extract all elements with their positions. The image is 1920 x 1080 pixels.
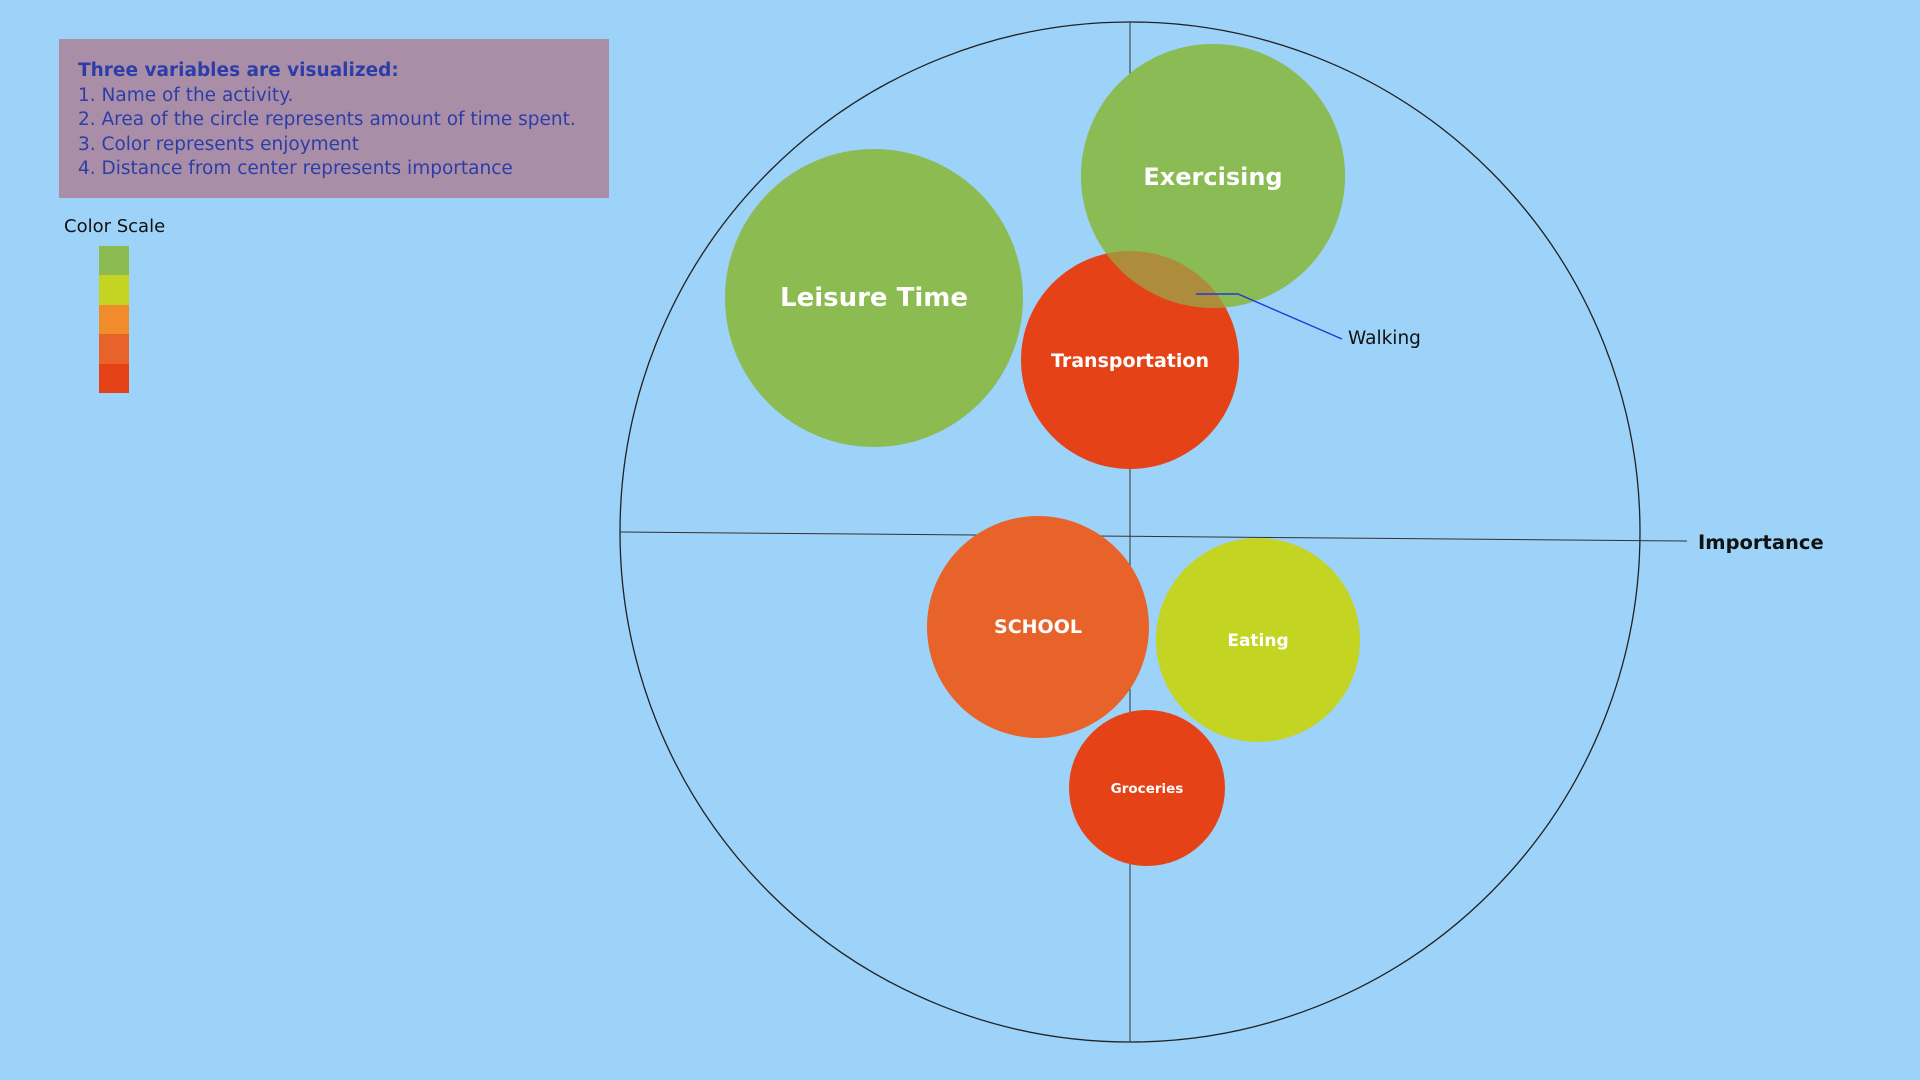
activity-circle-leisure-time (725, 149, 1023, 447)
activity-label-exercising: Exercising (1143, 163, 1282, 191)
walking-callout-line (1196, 293, 1343, 340)
activity-label-groceries: Groceries (1111, 781, 1184, 797)
color-swatch-4 (99, 334, 129, 364)
activity-label-school: SCHOOL (994, 616, 1082, 638)
activity-circle-school (927, 516, 1149, 738)
legend-item-color: 3. Color represents enjoyment (78, 133, 360, 155)
activity-circle-exercising-overlay (1081, 44, 1345, 308)
color-scale-swatches (99, 246, 129, 393)
legend-item-distance: 4. Distance from center represents impor… (78, 158, 513, 180)
activity-label-leisure-time: Leisure Time (780, 283, 968, 313)
walking-callout-label: Walking (1348, 328, 1421, 349)
color-swatch-3 (99, 304, 129, 335)
activity-circle-groceries (1069, 710, 1225, 866)
activity-circle-eating (1156, 538, 1360, 742)
importance-axis-line (619, 531, 1688, 542)
legend-item-name: 1. Name of the activity. (78, 84, 294, 106)
importance-axis-label: Importance (1698, 531, 1824, 554)
legend-box: Three variables are visualized: 1. Name … (59, 39, 609, 198)
color-scale-title: Color Scale (64, 216, 166, 237)
activity-label-transportation: Transportation (1051, 350, 1209, 372)
activity-label-eating: Eating (1227, 631, 1288, 651)
legend-item-area: 2. Area of the circle represents amount … (78, 109, 576, 131)
color-swatch-5 (99, 363, 129, 393)
activity-circle-transportation (1021, 251, 1239, 469)
color-swatch-2 (99, 275, 129, 305)
legend-heading: Three variables are visualized: (78, 60, 399, 81)
color-swatch-1 (99, 246, 129, 276)
